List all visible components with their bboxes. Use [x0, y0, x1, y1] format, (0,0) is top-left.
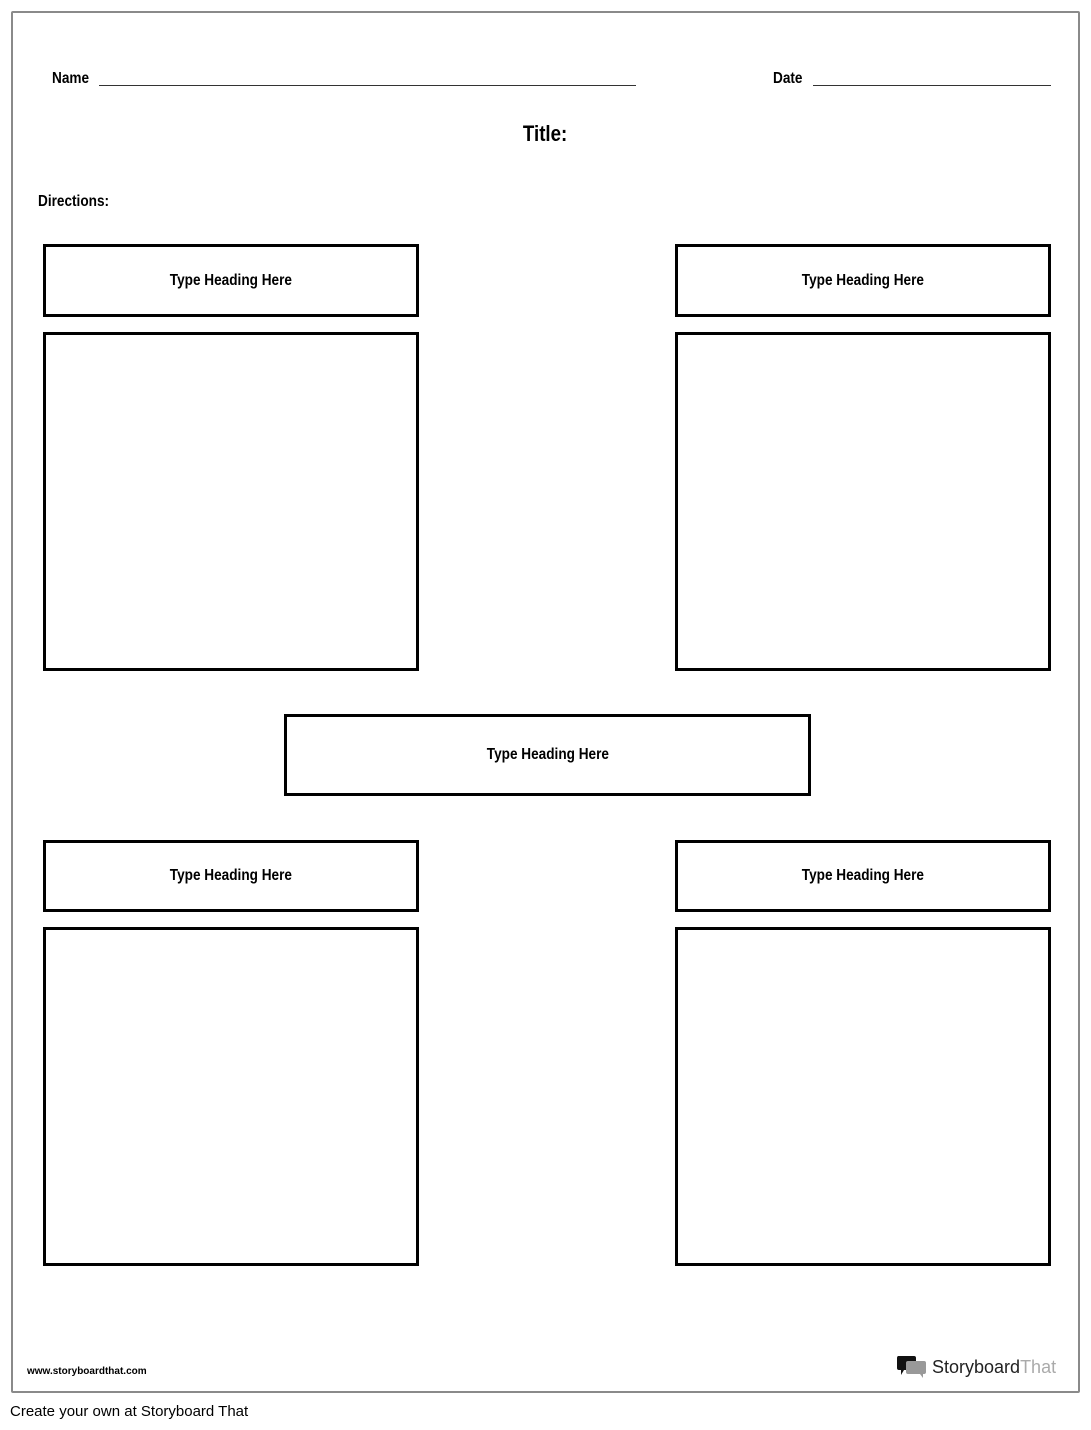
- heading-box-top-left[interactable]: Type Heading Here: [43, 244, 419, 317]
- content-box-top-right[interactable]: [675, 332, 1051, 671]
- website-text: www.storyboardthat.com: [27, 1366, 147, 1377]
- speech-bubbles-icon: [896, 1356, 926, 1378]
- heading-box-top-right[interactable]: Type Heading Here: [675, 244, 1051, 317]
- title-label: Title:: [523, 121, 568, 146]
- heading-text: Type Heading Here: [486, 746, 609, 763]
- name-field[interactable]: [99, 85, 636, 86]
- heading-box-center[interactable]: Type Heading Here: [284, 714, 811, 796]
- date-field[interactable]: [813, 85, 1051, 86]
- content-box-bottom-right[interactable]: [675, 927, 1051, 1266]
- create-your-own-link[interactable]: Create your own at Storyboard That: [10, 1403, 249, 1420]
- worksheet-page: [11, 11, 1080, 1393]
- heading-text: Type Heading Here: [169, 867, 293, 884]
- heading-text: Type Heading Here: [801, 271, 925, 289]
- content-box-top-left[interactable]: [43, 332, 419, 671]
- logo-text-light: That: [1020, 1356, 1057, 1377]
- date-label: Date: [773, 70, 803, 87]
- heading-box-bottom-right[interactable]: Type Heading Here: [675, 840, 1051, 912]
- content-box-bottom-left[interactable]: [43, 927, 419, 1266]
- heading-box-bottom-left[interactable]: Type Heading Here: [43, 840, 419, 912]
- heading-text: Type Heading Here: [801, 867, 925, 884]
- logo-text-dark: Storyboard: [932, 1356, 1021, 1377]
- directions-label: Directions:: [38, 193, 110, 210]
- heading-text: Type Heading Here: [169, 271, 293, 289]
- name-label: Name: [52, 70, 90, 87]
